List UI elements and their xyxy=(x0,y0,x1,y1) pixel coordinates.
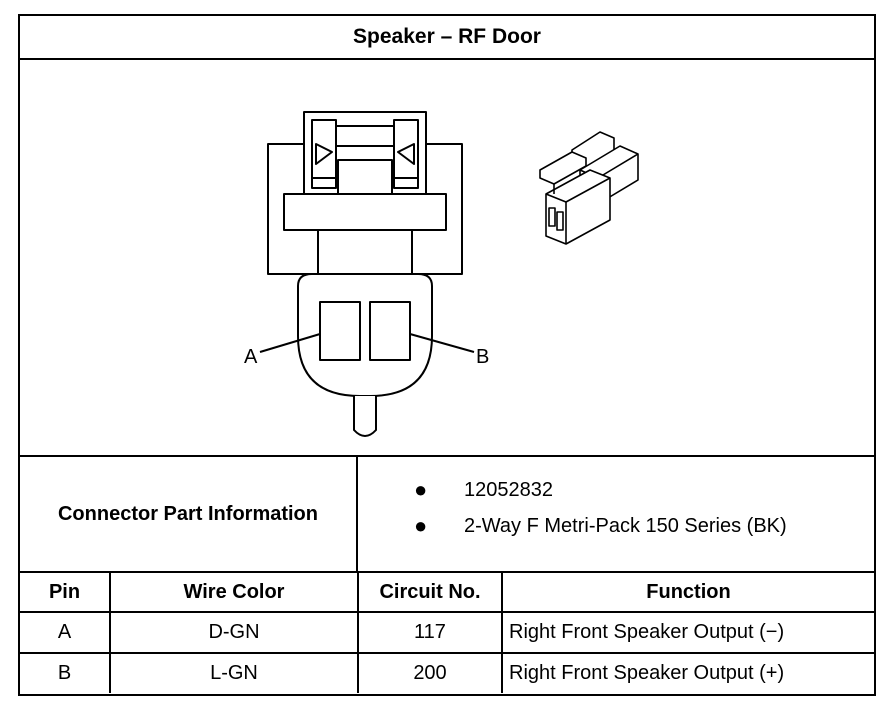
header-circuit-no: Circuit No. xyxy=(357,571,503,613)
page-title: Speaker – RF Door xyxy=(20,16,874,60)
info-item-part-number: ● 12052832 xyxy=(358,477,874,507)
cavity-a xyxy=(319,301,361,361)
connector-sheet: Speaker – RF Door xyxy=(18,14,876,696)
part-number-text: 12052832 xyxy=(464,479,553,501)
bullet-icon: ● xyxy=(414,477,428,502)
table-row: B L-GN 200 Right Front Speaker Output (+… xyxy=(20,652,874,693)
cavity-b xyxy=(369,301,411,361)
lock-tab-bar xyxy=(329,125,401,147)
title-text: Speaker – RF Door xyxy=(353,25,541,48)
cross-bar xyxy=(283,193,447,231)
connector-face-view: A B xyxy=(244,111,489,437)
cell-pin: A xyxy=(20,611,111,654)
connector-iso-view xyxy=(539,131,639,245)
left-lock-detail xyxy=(315,143,333,165)
iso-body-right-edge xyxy=(565,177,611,203)
neck xyxy=(317,229,413,275)
info-item-description: ● 2-Way F Metri-Pack 150 Series (BK) xyxy=(358,513,874,543)
cell-wire-color: L-GN xyxy=(109,652,359,693)
cell-pin: B xyxy=(20,652,111,693)
right-lock-detail xyxy=(397,143,415,165)
connector-drawing: A B xyxy=(244,111,639,437)
cell-circuit-no: 200 xyxy=(357,652,503,693)
leader-b xyxy=(409,333,475,353)
header-function: Function xyxy=(501,571,874,613)
cell-function: Right Front Speaker Output (+) xyxy=(501,652,874,693)
iso-lock-right-edge xyxy=(597,153,639,179)
connector-description-text: 2-Way F Metri-Pack 150 Series (BK) xyxy=(464,515,787,537)
connector-part-info: Connector Part Information ● 12052832 ● … xyxy=(20,455,874,571)
pin-table: Pin Wire Color Circuit No. Function A D-… xyxy=(20,571,874,693)
connector-info-label: Connector Part Information xyxy=(20,457,358,571)
connector-info-list: ● 12052832 ● 2-Way F Metri-Pack 150 Seri… xyxy=(358,457,874,571)
bullet-icon: ● xyxy=(414,513,428,538)
iso-cavity-2 xyxy=(556,211,564,231)
iso-body-top-edge xyxy=(545,193,567,203)
pin-label-b: B xyxy=(476,346,489,368)
header-pin: Pin xyxy=(20,571,111,613)
table-row: A D-GN 117 Right Front Speaker Output (−… xyxy=(20,611,874,654)
connector-diagram: A B xyxy=(20,60,874,456)
header-wire-color: Wire Color xyxy=(109,571,359,613)
cell-function: Right Front Speaker Output (−) xyxy=(501,611,874,654)
iso-cavity-1 xyxy=(548,207,556,227)
leader-a xyxy=(259,333,321,353)
connector-info-label-text: Connector Part Information xyxy=(57,502,318,525)
table-header-row: Pin Wire Color Circuit No. Function xyxy=(20,571,874,613)
cell-wire-color: D-GN xyxy=(109,611,359,654)
cell-circuit-no: 117 xyxy=(357,611,503,654)
pin-label-a: A xyxy=(244,346,258,368)
key-post xyxy=(353,396,377,437)
